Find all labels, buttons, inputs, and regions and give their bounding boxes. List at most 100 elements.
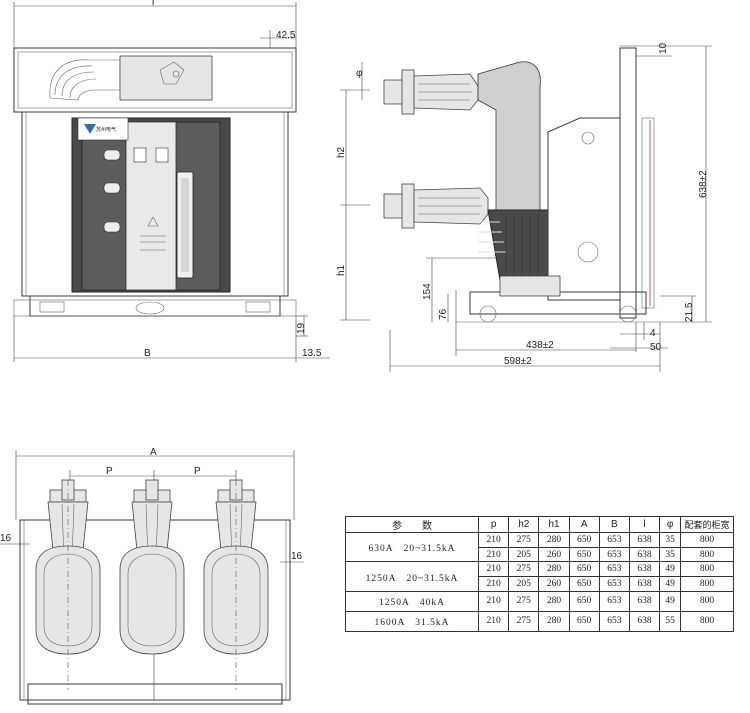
- table-cell: 653: [598, 546, 630, 563]
- spec-table-header-row: 参 数 p h2 h1 A B l φ 配套的柜宽: [345, 516, 734, 533]
- svg-text:苏州电气: 苏州电气: [96, 126, 116, 133]
- pole-center: [119, 479, 185, 655]
- dim-P2: P: [194, 466, 201, 477]
- table-cell: 650: [568, 590, 600, 612]
- dim-phi: φ: [356, 68, 363, 79]
- table-cell: 260: [538, 576, 570, 592]
- table-cell-param: 1250A 20~31.5kA: [345, 561, 479, 592]
- table-cell: 280: [538, 590, 570, 612]
- dim-76: 76: [438, 308, 449, 320]
- table-cell: 653: [598, 561, 630, 578]
- pole-left: [35, 479, 101, 690]
- table-cell: 800: [680, 546, 734, 563]
- table-cell: 650: [568, 576, 600, 592]
- col-header-h1: h1: [538, 516, 570, 533]
- col-header-h2: h2: [508, 516, 540, 533]
- table-cell: 800: [680, 532, 734, 548]
- side-view: h2 h1 φ: [336, 42, 712, 372]
- table-cell-param: 1250A 40kA: [345, 590, 479, 612]
- front-view: l 42.5 苏州电气: [13, 0, 330, 362]
- col-header-p: p: [477, 516, 510, 533]
- table-cell: 650: [568, 532, 600, 548]
- table-cell: 800: [680, 590, 734, 612]
- dim-598: 598±2: [504, 356, 532, 367]
- dim-A: A: [150, 447, 157, 458]
- table-row: 630A 20~31.5kA 210 275 280 650 653 638 3…: [345, 531, 734, 563]
- table-cell: 49: [659, 576, 681, 592]
- col-header-cabinet-width: 配套的柜宽: [680, 516, 734, 533]
- table-cell: 638: [628, 532, 661, 548]
- table-cell: 800: [680, 610, 734, 633]
- table-cell: 653: [598, 590, 630, 612]
- table-row: 1250A 40kA 210 275 280 650 653 638 49 80…: [345, 590, 734, 612]
- table-cell: 280: [538, 532, 570, 548]
- col-header-param: 参 数: [345, 516, 479, 533]
- table-cell: 35: [659, 546, 681, 563]
- table-row: 1250A 20~31.5kA 210 275 280 650 653 638 …: [345, 561, 734, 592]
- table-cell: 650: [568, 561, 600, 578]
- table-cell: 210: [477, 610, 510, 633]
- table-row: 210 205 260 650 653 638 35 800: [346, 546, 734, 563]
- table-cell: 210: [477, 576, 510, 592]
- table-cell: 210: [477, 546, 510, 563]
- table-cell: 210: [477, 532, 510, 548]
- table-cell-param: 630A 20~31.5kA: [345, 531, 479, 563]
- table-row: 210 205 260 650 653 638 49 800: [346, 576, 734, 592]
- dim-h1: h1: [336, 264, 347, 276]
- table-cell: 55: [659, 610, 681, 633]
- dim-10: 10: [658, 42, 669, 54]
- table-cell: 210: [477, 590, 510, 612]
- table-cell: 280: [538, 610, 570, 633]
- dim-4: 4: [650, 328, 656, 339]
- dim-21-5: 21.5: [684, 302, 695, 322]
- col-header-A: A: [568, 516, 600, 533]
- table-cell: 49: [659, 590, 681, 612]
- table-cell-param: 1600A 31.5kA: [345, 610, 479, 633]
- spec-table-container: 参 数 p h2 h1 A B l φ 配套的柜宽 630A 20~31.5kA…: [345, 516, 734, 633]
- dim-19: 19: [296, 322, 307, 334]
- table-row: 1600A 31.5kA 210 275 280 650 653 638 55 …: [345, 610, 734, 633]
- dim-50: 50: [650, 342, 662, 353]
- dim-42-5: 42.5: [276, 30, 296, 41]
- dim-154: 154: [422, 283, 433, 300]
- dim-P1: P: [106, 466, 113, 477]
- col-header-phi: φ: [659, 516, 681, 533]
- table-cell: 638: [628, 590, 661, 612]
- table-cell: 275: [508, 561, 540, 578]
- table-cell: 638: [628, 576, 661, 592]
- dim-h2: h2: [336, 146, 347, 158]
- table-cell: 650: [568, 610, 600, 633]
- table-cell: 280: [538, 561, 570, 578]
- dim-overall-label: l: [152, 0, 154, 8]
- col-header-B: B: [598, 516, 630, 533]
- dim-16-right: 16: [291, 551, 303, 562]
- table-cell: 653: [598, 610, 630, 633]
- dim-16-left: 16: [0, 533, 12, 544]
- spec-table: 参 数 p h2 h1 A B l φ 配套的柜宽 630A 20~31.5kA…: [345, 516, 734, 633]
- table-cell: 653: [598, 576, 630, 592]
- table-cell: 210: [477, 561, 510, 578]
- dim-13-5: 13.5: [302, 348, 322, 359]
- table-cell: 800: [680, 561, 734, 578]
- table-cell: 49: [659, 561, 681, 578]
- table-cell: 275: [508, 532, 540, 548]
- table-cell: 638: [628, 546, 661, 563]
- pole-right: [203, 479, 269, 690]
- dim-638: 638±2: [698, 170, 709, 198]
- table-cell: 275: [508, 590, 540, 612]
- dim-438: 438±2: [526, 340, 554, 351]
- table-cell: 650: [568, 546, 600, 563]
- col-header-l: l: [628, 516, 661, 533]
- table-cell: 638: [628, 561, 661, 578]
- table-cell: 800: [680, 576, 734, 592]
- dim-B: B: [144, 348, 151, 359]
- pole-view: A P P 16 16: [0, 447, 304, 705]
- table-cell: 260: [538, 546, 570, 563]
- table-cell: 275: [508, 610, 540, 633]
- table-cell: 205: [508, 576, 540, 592]
- table-cell: 653: [598, 532, 630, 548]
- table-cell: 35: [659, 532, 681, 548]
- table-cell: 638: [628, 610, 661, 633]
- table-cell: 205: [508, 546, 540, 563]
